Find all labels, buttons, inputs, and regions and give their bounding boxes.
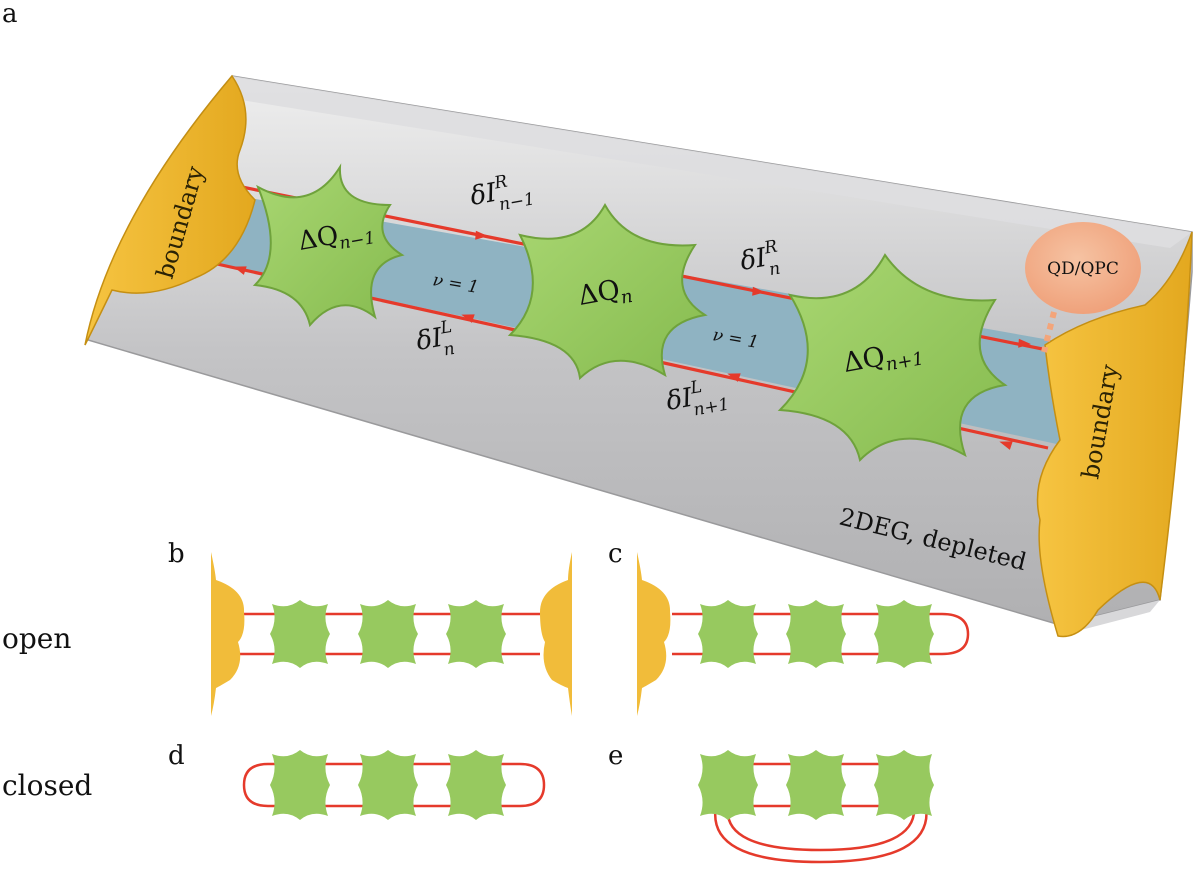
arrow-left-icon — [999, 441, 1013, 450]
qd-qpc-probe: QD/QPC — [1025, 222, 1141, 353]
current-label-l-n: δILn — [413, 317, 457, 365]
panel-d-letter: d — [168, 741, 185, 771]
boundary-block — [637, 552, 671, 716]
panel-a-letter: a — [2, 0, 18, 29]
row-label-open: open — [2, 622, 71, 655]
arrow-left-icon — [727, 373, 741, 382]
panel-e-letter: e — [608, 741, 623, 771]
panel-c-letter: c — [608, 539, 623, 569]
arrow-right-icon — [475, 230, 489, 240]
gate-star — [786, 750, 846, 820]
row-label-closed: closed — [2, 769, 92, 802]
boundary-right — [1036, 231, 1193, 638]
current-label-r-n: δIRn — [737, 237, 783, 285]
arrow-right-icon — [1018, 338, 1032, 348]
svg-text:ΔQn+1: ΔQn+1 — [841, 335, 926, 383]
gate-star — [270, 600, 330, 668]
gate-star — [446, 600, 506, 668]
gate-star — [446, 750, 506, 820]
current-label-l-n-plus-1: δILn+1 — [663, 373, 731, 425]
gate-n — [507, 202, 708, 381]
gate-star — [786, 600, 846, 668]
svg-text:δILn+1: δILn+1 — [663, 373, 731, 425]
boundary-block — [540, 552, 572, 716]
gate-star — [698, 600, 758, 668]
panel-c — [637, 552, 970, 716]
panel-d — [242, 750, 546, 820]
qd-qpc-label: QD/QPC — [1047, 259, 1119, 279]
arrow-right-icon — [752, 286, 766, 296]
panel-e — [698, 750, 934, 864]
gate-star — [358, 600, 418, 668]
panel-b — [211, 552, 572, 716]
boundary-left — [84, 74, 256, 346]
arrow-left-icon — [233, 266, 247, 275]
gate-label-n: ΔQn — [576, 272, 635, 316]
boundary-block — [211, 552, 245, 716]
gate-star — [358, 750, 418, 820]
svg-text:ΔQn: ΔQn — [576, 272, 635, 316]
gate-label-n-plus-1: ΔQn+1 — [841, 335, 926, 383]
gate-star — [874, 600, 934, 668]
gate-star — [270, 750, 330, 820]
gate-n-plus-1 — [777, 253, 1008, 462]
gate-star — [698, 750, 758, 820]
arrow-left-icon — [461, 314, 475, 323]
panel-b-letter: b — [168, 539, 185, 569]
svg-text:δIRn: δIRn — [737, 237, 783, 285]
gate-n-minus-1 — [252, 163, 405, 328]
gate-star — [874, 750, 934, 820]
svg-text:δILn: δILn — [413, 317, 457, 365]
